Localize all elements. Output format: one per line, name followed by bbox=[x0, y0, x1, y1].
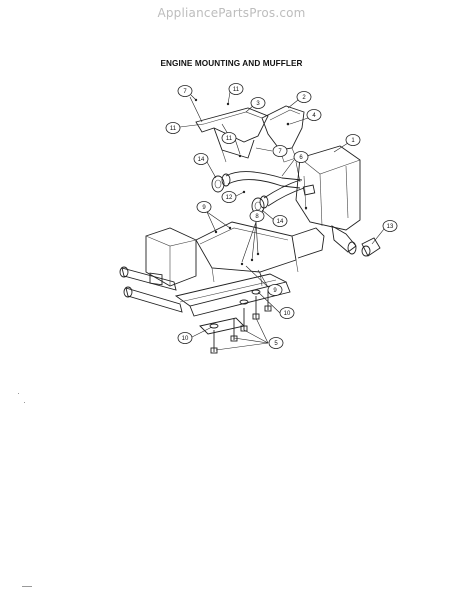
callout-label: 2 bbox=[302, 95, 306, 101]
callout-label: 11 bbox=[233, 87, 240, 93]
callout-14-right: 14 bbox=[272, 215, 288, 227]
callout-label: 6 bbox=[299, 155, 303, 161]
drawing bbox=[119, 98, 381, 354]
callout-4: 4 bbox=[306, 109, 322, 121]
frame-part bbox=[119, 221, 325, 335]
callout-label: 5 bbox=[274, 341, 278, 347]
heat-shield-part bbox=[195, 107, 269, 163]
callout-11-mid: 11 bbox=[221, 132, 237, 144]
gasket-part bbox=[211, 175, 265, 215]
callout-label: 7 bbox=[278, 149, 282, 155]
callout-label: 7 bbox=[183, 89, 187, 95]
callout-11-left: 11 bbox=[165, 122, 181, 134]
callout-8: 8 bbox=[249, 210, 265, 222]
callout-10-left: 10 bbox=[177, 332, 193, 344]
exhaust-pipe-part bbox=[221, 171, 305, 209]
callout-3: 3 bbox=[250, 97, 266, 109]
callout-label: 14 bbox=[277, 219, 284, 225]
diagram-title: ENGINE MOUNTING AND MUFFLER bbox=[160, 59, 303, 68]
callout-label: 3 bbox=[256, 101, 260, 107]
callout-12: 12 bbox=[221, 191, 237, 203]
callout-label: 12 bbox=[226, 195, 233, 201]
callout-1: 1 bbox=[345, 134, 361, 146]
callout-label: 9 bbox=[273, 288, 277, 294]
callout-7-upper-left: 7 bbox=[177, 85, 193, 97]
leader-lines bbox=[179, 91, 385, 351]
callout-label: 10 bbox=[284, 311, 291, 317]
site-watermark: AppliancePartsPros.com bbox=[157, 6, 306, 20]
scan-artifacts bbox=[18, 393, 32, 587]
callouts: 7 11 3 2 4 11 11 7 bbox=[165, 83, 398, 349]
callout-9-lower: 9 bbox=[267, 284, 283, 296]
callout-label: 13 bbox=[387, 224, 394, 230]
callout-14-left: 14 bbox=[193, 153, 209, 165]
muffler-part bbox=[295, 145, 361, 255]
callout-7-mid: 7 bbox=[272, 145, 288, 157]
callout-label: 14 bbox=[198, 157, 205, 163]
callout-label: 1 bbox=[351, 138, 355, 144]
callout-9-left: 9 bbox=[196, 201, 212, 213]
callout-label: 4 bbox=[312, 113, 316, 119]
tailpipe-adapter-part bbox=[361, 237, 381, 257]
callout-10-right: 10 bbox=[279, 307, 295, 319]
callout-6: 6 bbox=[293, 151, 309, 163]
callout-label: 8 bbox=[255, 214, 259, 220]
callout-2: 2 bbox=[296, 91, 312, 103]
washer-part bbox=[209, 289, 261, 329]
callout-13: 13 bbox=[382, 220, 398, 232]
bolt-part bbox=[210, 290, 272, 354]
callout-5: 5 bbox=[268, 337, 284, 349]
callout-11-upper: 11 bbox=[228, 83, 244, 95]
callout-label: 11 bbox=[170, 126, 177, 132]
callout-label: 10 bbox=[182, 336, 189, 342]
callout-label: 11 bbox=[226, 136, 233, 142]
callout-label: 9 bbox=[202, 205, 206, 211]
